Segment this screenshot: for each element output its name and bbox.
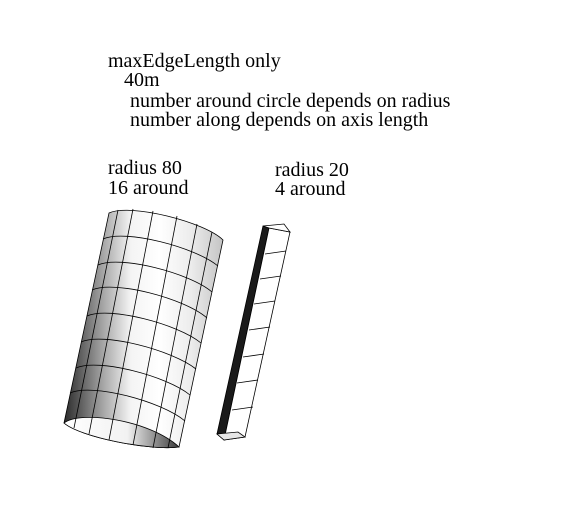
left-radius-label: radius 80 xyxy=(108,157,182,179)
max-edge-value: 40m xyxy=(124,69,160,91)
left-around-label: 16 around xyxy=(108,177,189,199)
note-around: number around circle depends on radius xyxy=(130,90,451,112)
right-cylinder-top-cap xyxy=(262,223,291,233)
title-text: maxEdgeLength only xyxy=(108,50,281,72)
left-cylinder-body xyxy=(63,209,224,449)
note-along: number along depends on axis length xyxy=(130,109,429,131)
right-cylinder xyxy=(216,223,291,441)
left-cylinder-bottom-band xyxy=(63,417,180,449)
right-around-label: 4 around xyxy=(275,178,346,200)
left-cylinder xyxy=(63,208,224,449)
right-cylinder-bottom-cap xyxy=(216,431,247,441)
right-cylinder-mesh xyxy=(231,250,287,411)
left-cylinder-mesh xyxy=(69,208,219,449)
right-radius-label: radius 20 xyxy=(275,159,349,181)
